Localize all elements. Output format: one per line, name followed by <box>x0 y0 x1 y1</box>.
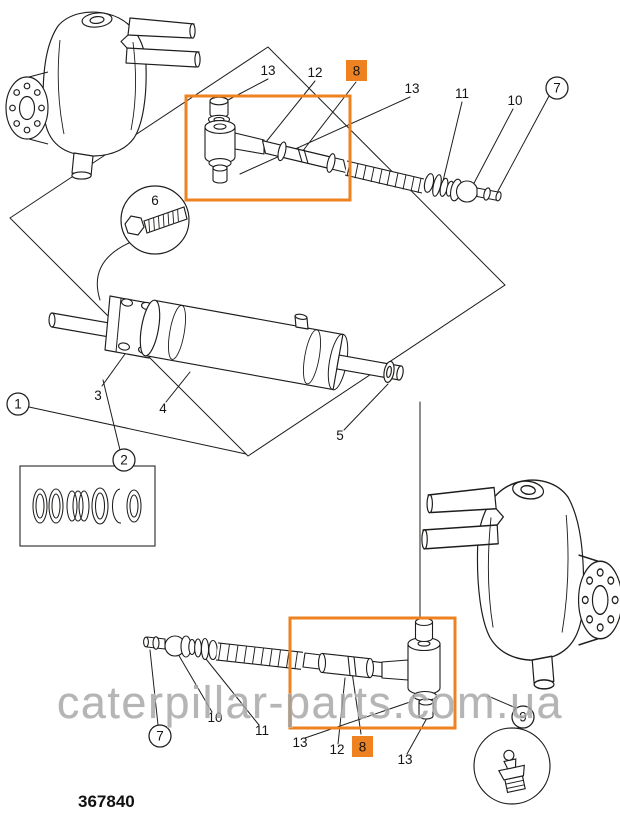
yoke-arm-upper <box>127 17 195 39</box>
detail-circle-grease-fitting <box>473 727 551 805</box>
steering-knuckle-bottom-right <box>421 478 620 690</box>
callout-4: 4 <box>159 401 167 416</box>
construction-lines <box>9 46 550 755</box>
callout-10-top: 10 <box>507 93 522 108</box>
highlight-box-top <box>184 94 352 202</box>
thread-coils <box>218 643 298 669</box>
clamp <box>297 147 309 164</box>
steering-knuckle-top-left <box>5 11 201 180</box>
callout-9: 9 <box>519 710 527 725</box>
callout-10-bottom: 10 <box>207 710 222 725</box>
sleeve <box>321 652 371 679</box>
callout-2: 2 <box>120 453 128 468</box>
callout-5: 5 <box>336 428 344 443</box>
detail-circle-bolt <box>120 185 190 255</box>
kingpin-bore <box>81 12 113 28</box>
callout-circle-9 <box>511 705 535 729</box>
callout-11-top: 11 <box>455 86 469 101</box>
highlight-box-bottom <box>288 616 457 730</box>
callout-circle-2 <box>112 448 136 472</box>
callout-6: 6 <box>151 193 159 208</box>
fitting-ball-tip <box>503 749 515 761</box>
bolt-threads <box>148 209 179 232</box>
callout-circles <box>6 76 569 748</box>
highlight-boxes <box>184 60 457 757</box>
yoke-arm-lower <box>125 47 200 68</box>
callout-8-top: 8 <box>353 64 361 79</box>
callout-1: 1 <box>14 397 22 412</box>
callout-labels: 13 12 8 13 11 10 7 6 1 3 4 2 5 7 10 11 1… <box>14 63 561 767</box>
highlight-square-8-bottom <box>352 736 373 757</box>
callout-13-top-b: 13 <box>404 81 419 96</box>
leader-lines <box>28 78 550 755</box>
callout-8-bottom: 8 <box>359 740 367 755</box>
callout-circle-7-top <box>545 76 569 100</box>
rod-end-ring <box>383 360 395 383</box>
group-outline-parallelogram <box>9 46 506 457</box>
callout-circle-7-bottom <box>148 724 172 748</box>
highlight-square-8-top <box>346 60 367 81</box>
thread-section <box>345 161 424 193</box>
callout-12-bottom: 12 <box>329 742 344 757</box>
callout-circle-1 <box>6 392 30 416</box>
seal-rings <box>32 487 142 525</box>
bolt-shaft <box>143 206 188 234</box>
callout-13-bottom-a: 13 <box>292 735 307 750</box>
rod-left <box>51 312 115 339</box>
watermark: caterpillar-parts.com.ua <box>57 677 563 728</box>
callout-7-bottom: 7 <box>156 729 164 744</box>
bolt-head <box>124 215 145 236</box>
locknut <box>423 173 435 193</box>
steering-cylinder <box>48 295 404 391</box>
locknut <box>208 639 218 661</box>
ball-joint <box>455 180 479 203</box>
hub-bolt-holes <box>9 82 45 134</box>
callout-11-bottom: 11 <box>255 723 269 738</box>
tie-rod-assembly-top <box>204 96 502 203</box>
callout-7-top: 7 <box>553 81 561 96</box>
boot-bellows <box>188 637 210 661</box>
callout-13-top-a: 13 <box>260 63 275 78</box>
hub-flange <box>5 76 49 140</box>
part-number: 367840 <box>78 792 135 811</box>
callout-13-bottom-b: 13 <box>397 752 412 767</box>
arm <box>234 132 265 155</box>
callout-12-top: 12 <box>307 65 322 80</box>
seal-kit-box <box>19 465 156 547</box>
callout-3: 3 <box>94 388 102 403</box>
tie-rod-assembly-bottom <box>143 617 441 720</box>
clamp <box>347 655 357 676</box>
